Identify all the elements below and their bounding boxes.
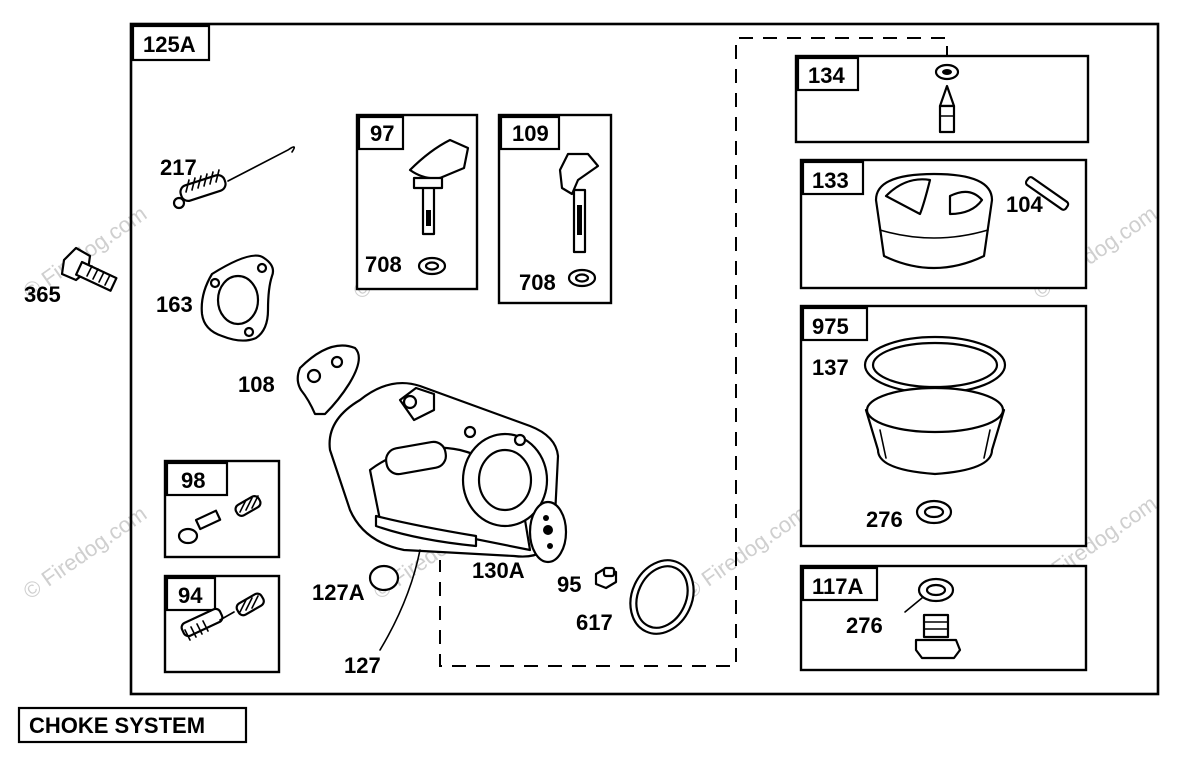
carburetor-body: [328, 382, 560, 558]
screw-95: [594, 566, 618, 590]
kit-975-number: 975: [812, 314, 849, 339]
seal-708: [567, 268, 597, 288]
plate-108: [296, 344, 360, 416]
inlet-needle-134: [934, 63, 960, 134]
kit-98-number: 98: [181, 468, 205, 493]
callout-617: 617: [576, 610, 613, 635]
callout-127: 127: [344, 653, 381, 678]
watermark-text: © Firedog.com: [679, 501, 812, 604]
kit-109-tag: [499, 115, 561, 151]
kit-94-number: 94: [178, 583, 203, 608]
gasket-163: [200, 254, 275, 342]
spring-217: [172, 146, 296, 210]
bowl-nut-117A: [914, 613, 962, 660]
kit-97-number: 97: [370, 121, 394, 146]
kit-975-tag: [801, 306, 869, 342]
choke-shaft-97: [408, 138, 470, 236]
callout-217: 217: [160, 155, 197, 180]
callout-95: 95: [557, 572, 581, 597]
needle-94: [180, 607, 235, 641]
callout-163: 163: [156, 292, 193, 317]
leader-127: [379, 549, 421, 651]
kit-97-callout-708: 708: [365, 252, 402, 277]
kit-133-number: 133: [812, 168, 849, 193]
kit-117A-tag: [801, 566, 879, 602]
kit-134-number: 134: [808, 63, 845, 88]
kit-134-tag: [796, 56, 860, 92]
assembly-number: 125A: [143, 32, 196, 57]
float-bowl-975: [863, 335, 1007, 476]
gasket-130A: [528, 500, 568, 564]
kit-109-callout-708: 708: [519, 270, 556, 295]
spring-98: [234, 495, 262, 517]
callout-137: 137: [812, 355, 849, 380]
plug-127A: [368, 564, 400, 592]
callout-127A: 127A: [312, 580, 365, 605]
caption-text: CHOKE SYSTEM: [29, 713, 205, 738]
float-133: [874, 172, 994, 270]
kit-109-number: 109: [512, 121, 549, 146]
callout-130A: 130A: [472, 558, 525, 583]
callout-276-bowl: 276: [866, 507, 903, 532]
screw-98: [177, 509, 222, 545]
oring-617: [629, 559, 695, 635]
kit-97-tag: [357, 115, 405, 151]
main-frame: [129, 22, 1160, 696]
callout-276-nut: 276: [846, 613, 883, 638]
throttle-shaft-109: [558, 152, 600, 254]
callout-108: 108: [238, 372, 275, 397]
kit-133-tag: [801, 160, 865, 196]
washer-276: [917, 577, 955, 603]
kit-bracket-line: [735, 37, 948, 360]
caption-box: [17, 706, 248, 744]
leader-276: [904, 597, 923, 613]
kit-bracket-line: [439, 360, 737, 667]
kit-98-tag: [165, 461, 229, 497]
kit-117A-number: 117A: [812, 574, 863, 599]
bolt-365: [60, 246, 118, 292]
washer-276: [915, 499, 953, 525]
spring-94: [235, 592, 265, 617]
assembly-tag: [131, 24, 211, 62]
callout-365: 365: [24, 282, 61, 307]
seal-708: [417, 256, 447, 276]
kit-94-tag: [165, 576, 217, 612]
callout-104: 104: [1006, 192, 1043, 217]
hinge-pin-104: [1024, 176, 1070, 211]
